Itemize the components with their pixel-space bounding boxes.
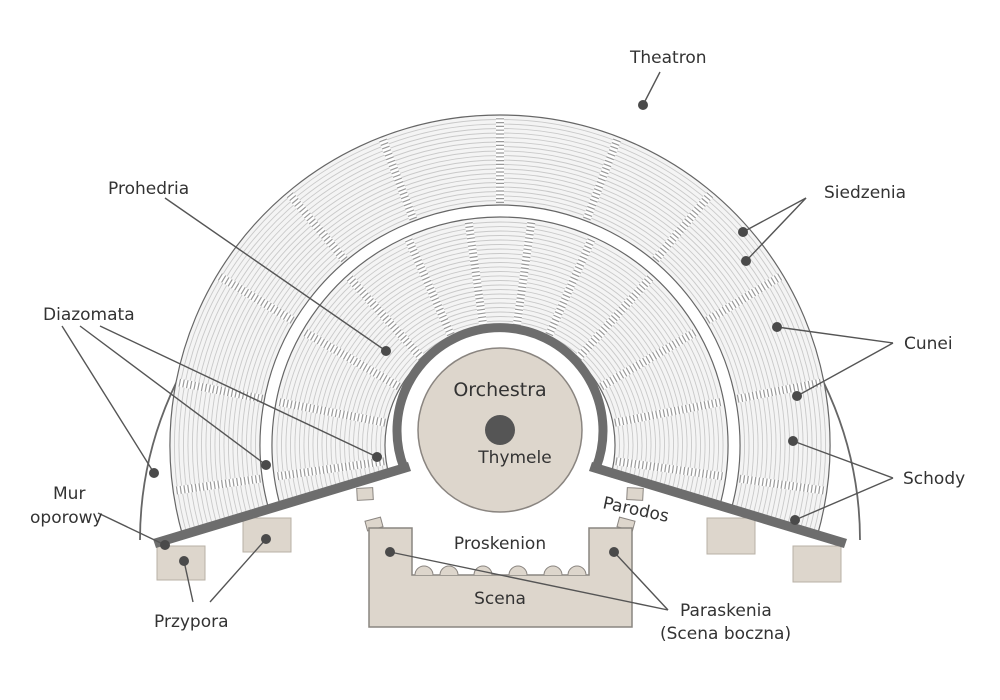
label-przypora: Przypora (154, 612, 229, 632)
thymele-altar (485, 415, 515, 445)
seat-row (285, 230, 715, 505)
leader-lines (61, 71, 894, 611)
proskenion-column (543, 565, 563, 576)
stair-base (277, 397, 386, 427)
stair-base (599, 328, 698, 390)
proskenion-column (414, 565, 434, 576)
seat-row (290, 235, 710, 503)
stair-base (275, 457, 385, 481)
seat-row (330, 275, 670, 492)
label-mur-line1: Mur (53, 484, 85, 504)
stair-steps (652, 191, 714, 263)
seat-row (366, 311, 634, 482)
proskenion-column (439, 565, 459, 576)
label-schody: Schody (903, 469, 965, 489)
parodos-block-right (626, 487, 644, 501)
stair-steps (736, 378, 823, 403)
label-mur-line2: oporowy (30, 508, 103, 528)
buttress-right-inner (706, 517, 756, 555)
stair-base (404, 236, 457, 340)
seat-row (276, 221, 724, 507)
label-paraskenia-line2: (Scena boczna) (660, 624, 791, 644)
stair-base (216, 272, 295, 324)
label-cunei: Cunei (904, 334, 953, 354)
proskenion-columns (414, 565, 587, 576)
proskenion-column (567, 565, 587, 576)
buttress-right-outer (792, 545, 842, 583)
staircases (174, 117, 826, 495)
proskenion-column (508, 565, 528, 576)
stair-base (614, 397, 723, 427)
stair-steps (739, 474, 826, 495)
label-thymele: Thymele (477, 448, 551, 468)
stair-base (543, 236, 596, 340)
label-diazomata: Diazomata (43, 305, 135, 325)
seat-row (348, 293, 652, 487)
stair-base (345, 274, 425, 361)
label-orchestra: Orchestra (453, 379, 546, 401)
parodos-block-left (356, 487, 374, 501)
seat-row (308, 253, 692, 498)
seat-row (339, 284, 661, 490)
seat-row (294, 239, 706, 502)
label-proskenion: Proskenion (454, 534, 546, 554)
stair-base (512, 220, 536, 330)
stair-steps (177, 378, 264, 403)
stair-base (302, 328, 401, 390)
stair-steps (378, 137, 418, 221)
callout-dots (149, 100, 802, 566)
stair-base (464, 220, 488, 330)
seat-row (335, 280, 665, 491)
stair-steps (286, 191, 348, 263)
seat-row (357, 302, 643, 485)
label-theatron: Theatron (629, 48, 707, 68)
outer-seating-background (169, 114, 831, 537)
retaining-wall-left (153, 462, 411, 548)
label-prohedria: Prohedria (108, 179, 189, 199)
seat-row (303, 248, 697, 500)
stair-base (615, 457, 725, 481)
seat-row (371, 316, 629, 481)
seat-row (317, 262, 683, 496)
stair-steps (705, 272, 784, 324)
seat-row (353, 298, 647, 486)
scene-building (368, 527, 633, 628)
seat-row (312, 257, 688, 497)
stair-base (575, 274, 655, 361)
seat-row (344, 289, 656, 488)
seat-row (326, 271, 674, 493)
inner-seating-band (271, 216, 729, 509)
label-paraskenia-line1: Paraskenia (680, 601, 772, 621)
seat-row (281, 226, 719, 506)
label-scena: Scena (474, 589, 526, 609)
retaining-wall-right (589, 462, 847, 548)
seat-row (299, 244, 701, 501)
seat-row (362, 307, 638, 484)
seat-row (321, 266, 679, 495)
seat-row (375, 320, 625, 480)
stair-steps (174, 474, 261, 495)
orchestra-wall (392, 323, 608, 470)
stair-steps (582, 137, 622, 221)
label-siedzenia: Siedzenia (824, 183, 906, 203)
